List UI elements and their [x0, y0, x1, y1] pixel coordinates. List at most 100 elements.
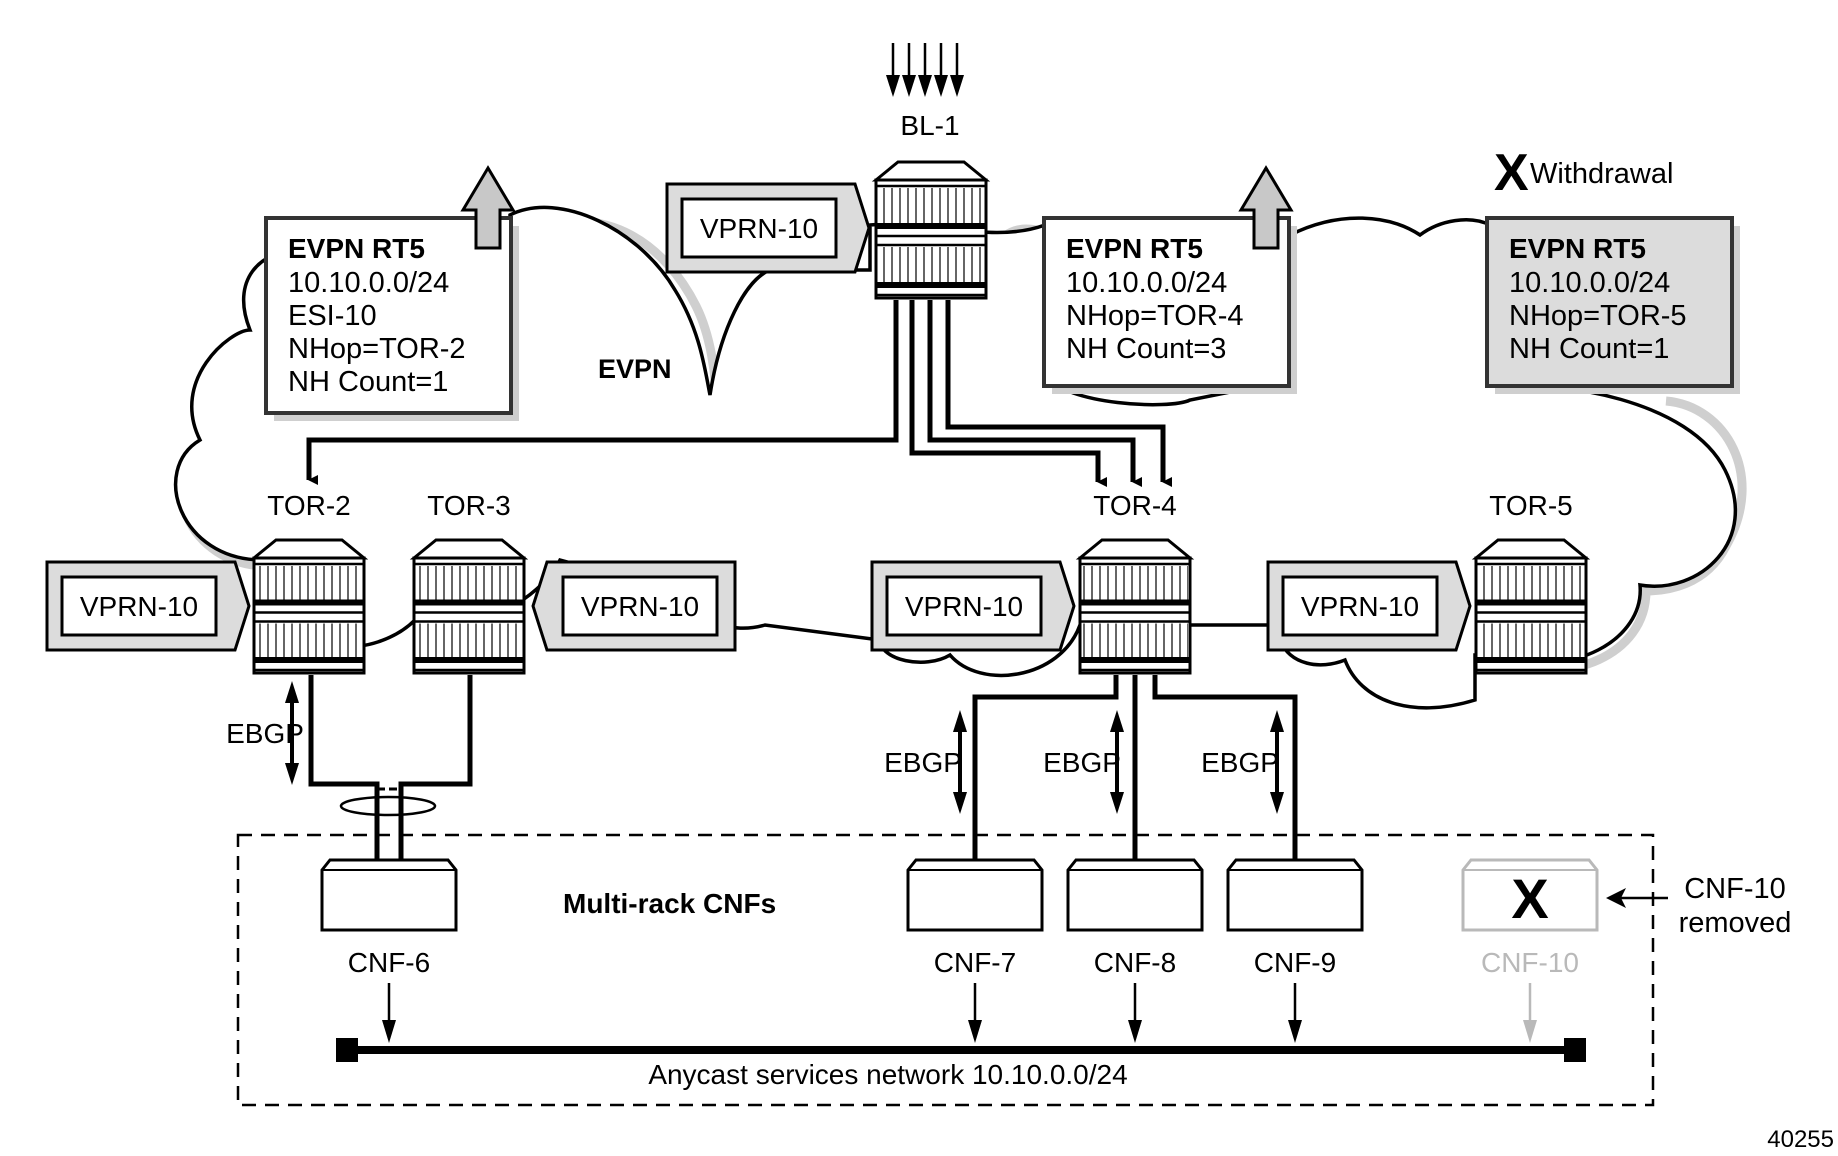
cnf-label: CNF-8: [1094, 947, 1176, 978]
ebgp-label: EBGP: [1201, 747, 1279, 778]
withdrawal-x-icon: X: [1494, 144, 1529, 202]
route-box-line: 10.10.0.0/24: [1509, 267, 1670, 299]
router-top: [871, 160, 991, 182]
arrow-down-icon: [1523, 1020, 1537, 1043]
ebgp-session: EBGP: [1043, 710, 1124, 814]
ebgp-session: EBGP: [1201, 710, 1284, 814]
router-bl-1[interactable]: [871, 160, 991, 300]
removed-note-line-2: removed: [1679, 907, 1792, 939]
pointer-arrow-icon: [1606, 888, 1626, 908]
route-box-line: 10.10.0.0/24: [1066, 267, 1227, 299]
removed-note-line-1: CNF-10: [1684, 873, 1786, 905]
vprn-tag-tor-2[interactable]: VPRN-10: [45, 560, 251, 652]
router-label-bl-1: BL-1: [900, 110, 959, 141]
cnf-cnf-8[interactable]: CNF-8: [1066, 858, 1204, 1043]
arrow-down-icon: [1128, 1020, 1142, 1043]
anycast-network-bus: [336, 1038, 1586, 1062]
route-box-line: 10.10.0.0/24: [288, 267, 449, 299]
router-label-tor-5: TOR-5: [1489, 490, 1573, 521]
vprn-tag-tor-4[interactable]: VPRN-10: [870, 560, 1076, 652]
route-box-frame: [1485, 216, 1734, 388]
cnf-group-label: Multi-rack CNFs: [563, 888, 776, 919]
bidirectional-arrow-icon: [953, 710, 967, 732]
vprn-tag-tor-5[interactable]: VPRN-10: [1266, 560, 1472, 652]
route-box-title: EVPN RT5: [1509, 233, 1646, 264]
arrow-down-icon: [968, 1020, 982, 1043]
arrow-head-icon: [902, 75, 916, 97]
vprn-label: VPRN-10: [581, 591, 699, 622]
router-tor-3[interactable]: [409, 538, 529, 675]
vprn-label: VPRN-10: [80, 591, 198, 622]
router-top: [249, 538, 369, 560]
withdrawal-label: Withdrawal: [1530, 158, 1673, 190]
route-box-line: NHop=TOR-5: [1509, 300, 1687, 332]
bus-end-left: [336, 1038, 358, 1062]
arrow-head-icon: [934, 75, 948, 97]
cnf-cnf-6[interactable]: CNF-6: [320, 858, 458, 1043]
link-bl1-tor4-b: [927, 300, 1142, 487]
cnf-cnf-10[interactable]: X CNF-10: [1461, 858, 1599, 1043]
router-top: [1471, 538, 1591, 560]
cnf-cnf-9[interactable]: CNF-9: [1226, 858, 1364, 1043]
cnf-cnf-7[interactable]: CNF-7: [906, 858, 1044, 1043]
ebgp-label: EBGP: [226, 718, 304, 749]
vprn-label: VPRN-10: [700, 213, 818, 244]
route-box-line: NH Count=1: [288, 366, 448, 398]
incoming-traffic-arrows: [886, 43, 964, 97]
evpn-cloud-label: EVPN: [598, 354, 672, 384]
router-tor-2[interactable]: [249, 538, 369, 675]
bus-end-right: [1564, 1038, 1586, 1062]
arrow-down-icon: [382, 1020, 396, 1043]
multi-rack-cnf-region: [236, 833, 1655, 1107]
cnf-label: CNF-10: [1481, 947, 1579, 978]
ebgp-label: EBGP: [1043, 747, 1121, 778]
route-box-title: EVPN RT5: [1066, 233, 1203, 264]
vprn-tag-bl-1[interactable]: VPRN-10: [665, 182, 871, 274]
vprn-label: VPRN-10: [1301, 591, 1419, 622]
route-box-title: EVPN RT5: [288, 233, 425, 264]
route-box-line: ESI-10: [288, 300, 377, 332]
router-tor-5[interactable]: [1471, 538, 1591, 675]
route-box-frame: [1042, 216, 1291, 388]
arrow-head-icon: [918, 75, 932, 97]
route-box-line: NH Count=3: [1066, 333, 1226, 365]
arrow-head-icon: [886, 75, 900, 97]
bidirectional-arrow-icon: [1110, 710, 1124, 732]
ebgp-session: EBGP: [226, 681, 304, 785]
router-tor-4[interactable]: [1075, 538, 1195, 675]
route-box-frame: [264, 216, 513, 415]
figure-id: 40255: [1767, 1126, 1834, 1153]
arrow-down-icon: [1288, 1020, 1302, 1043]
ebgp-label: EBGP: [884, 747, 962, 778]
ebgp-session: EBGP: [884, 710, 967, 814]
route-box-line: NHop=TOR-4: [1066, 300, 1244, 332]
cnf-label: CNF-7: [934, 947, 1016, 978]
router-label-tor-3: TOR-3: [427, 490, 511, 521]
route-box-line: NH Count=1: [1509, 333, 1669, 365]
cnf-label: CNF-6: [348, 947, 430, 978]
router-top: [1075, 538, 1195, 560]
vprn-label: VPRN-10: [905, 591, 1023, 622]
ebgp-sessions: EBGP EBGP EBGP EBGP: [226, 681, 1284, 814]
router-label-tor-4: TOR-4: [1093, 490, 1177, 521]
link-bl1-tor4-c: [945, 300, 1172, 487]
link-bl1-tor4-a: [909, 300, 1107, 487]
router-label-tor-2: TOR-2: [267, 490, 351, 521]
bl1-to-tor-links: [306, 300, 1172, 487]
arrow-head-icon: [950, 75, 964, 97]
advertise-up-arrow-icon: [460, 165, 516, 250]
route-box-line: NHop=TOR-2: [288, 333, 466, 365]
link-bl1-tor2: [306, 300, 899, 485]
anycast-network-label: Anycast services network 10.10.0.0/24: [648, 1059, 1127, 1090]
bidirectional-arrow-icon: [1270, 710, 1284, 732]
withdrawal-legend: X Withdrawal: [1494, 144, 1673, 202]
tor-to-cnf-links: [308, 675, 1298, 860]
vprn-tag-tor-3[interactable]: VPRN-10: [531, 560, 737, 652]
cnf-label: CNF-9: [1254, 947, 1336, 978]
removed-x-icon: X: [1511, 867, 1548, 930]
advertise-up-arrow-icon: [1238, 165, 1294, 250]
